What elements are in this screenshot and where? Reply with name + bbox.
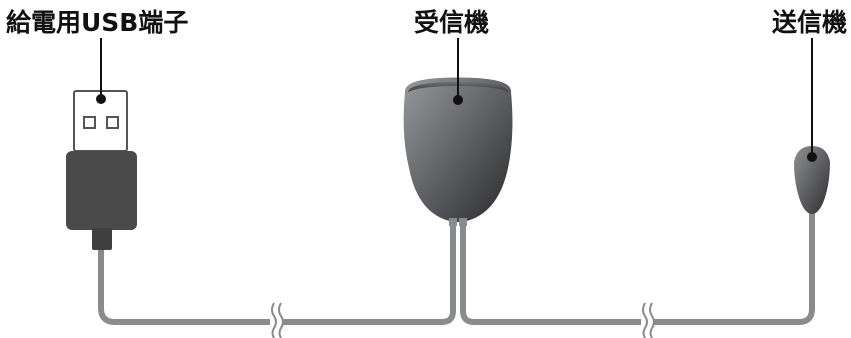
usb-body xyxy=(66,151,137,230)
label-usb-connector: 給電用USB端子 xyxy=(6,8,189,37)
usb-plug-hole-right xyxy=(106,116,119,129)
receiver-cable-stub-left xyxy=(449,218,457,226)
transmitter xyxy=(794,146,830,214)
receiver xyxy=(403,77,513,226)
label-transmitter: 送信機 xyxy=(772,8,848,37)
receiver-body xyxy=(403,77,513,222)
leader-receiver xyxy=(453,38,463,105)
usb-strain-relief xyxy=(92,228,112,250)
label-receiver: 受信機 xyxy=(414,8,490,37)
leader-usb xyxy=(96,38,106,104)
transmitter-body xyxy=(794,146,830,214)
receiver-window xyxy=(408,82,508,92)
cable-receiver-to-transmitter xyxy=(460,207,815,325)
cable-break-right xyxy=(641,302,655,338)
receiver-cable-stub-right xyxy=(459,218,467,226)
leader-transmitter xyxy=(807,38,817,162)
usb-connector xyxy=(66,90,137,250)
cable-usb-to-receiver xyxy=(98,219,456,325)
usb-plug-hole-left xyxy=(83,116,96,129)
cable-break-left xyxy=(270,302,284,338)
